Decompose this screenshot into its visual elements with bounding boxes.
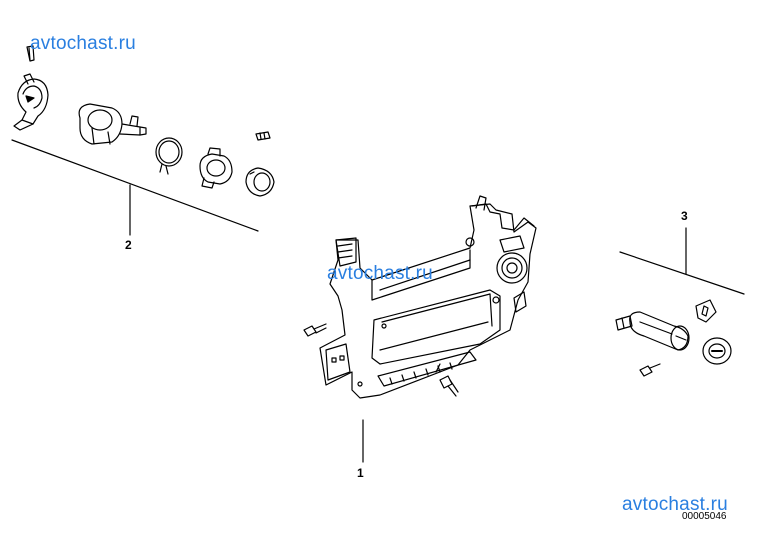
callout-label: 2 xyxy=(125,238,132,252)
watermark-text: avtochast.ru xyxy=(622,494,728,515)
door-handle-frame xyxy=(319,195,537,399)
diagram-id: 00005046 xyxy=(682,511,727,522)
group-2-leader-lines xyxy=(11,139,259,236)
lock-lever xyxy=(13,73,49,131)
screw-bottom xyxy=(435,363,459,397)
watermark-text: avtochast.ru xyxy=(30,33,136,54)
small-pin xyxy=(26,45,35,62)
lock-cap xyxy=(702,337,732,365)
cam-driver xyxy=(199,147,233,189)
lock-cylinder-housing xyxy=(78,103,147,145)
group-3-leader-lines xyxy=(619,227,745,295)
screw-left xyxy=(303,323,327,337)
callout-label: 1 xyxy=(357,466,364,480)
key-cover-plate xyxy=(695,299,717,323)
callout-label: 3 xyxy=(681,209,688,223)
watermark-text: avtochast.ru xyxy=(327,263,433,284)
spring-ring xyxy=(155,137,183,175)
screw-small xyxy=(639,363,661,377)
small-spring-clip xyxy=(255,131,271,141)
lock-cylinder xyxy=(615,311,690,351)
bearing-ring xyxy=(245,167,275,197)
